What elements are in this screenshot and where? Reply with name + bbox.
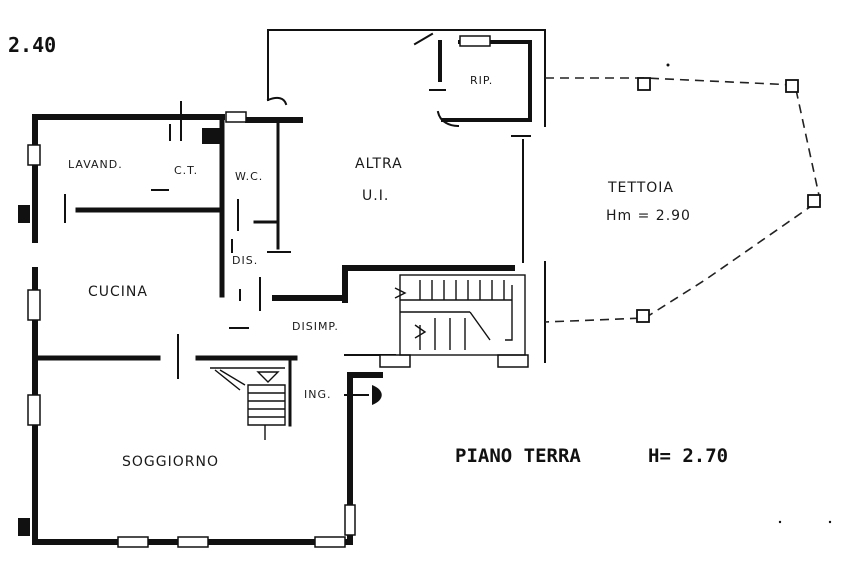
label-tettoia-height: Hm = 2.90 [606,208,691,224]
label-ripostiglio: RIP. [470,74,493,87]
canopy-post [785,79,799,93]
label-tettoia: TETTOIA [607,180,674,196]
plan-title: PIANO TERRA [455,445,581,467]
label-dis: DIS. [232,254,258,267]
plan-height: H= 2.70 [648,445,728,467]
small-staircase [210,367,286,440]
interior-walls [18,35,529,548]
label-altra-ui-1: ALTRA [355,156,403,172]
label-wc: W.C. [235,170,263,183]
label-ingresso: ING. [304,388,332,401]
label-disimpegno: DISIMP. [292,320,339,333]
canopy-post [636,309,650,323]
label-centrale-termica: C.T. [174,164,198,177]
tettoia-outline [544,63,832,524]
exterior-walls [32,114,515,545]
corner-dimension: 2.40 [8,33,56,57]
canopy-post [637,77,651,91]
entrance-door [344,385,382,405]
label-cucina: CUCINA [88,284,148,300]
main-staircase [394,274,526,356]
room-labels: 2.40 LAVAND. C.T. W.C. DIS. CUCINA DISIM… [8,33,728,470]
label-altra-ui-2: U.I. [362,188,389,204]
altra-ui-walls [266,29,546,363]
canopy-post [807,194,821,208]
label-soggiorno: SOGGIORNO [122,454,219,470]
label-lavanderia: LAVAND. [68,158,123,171]
